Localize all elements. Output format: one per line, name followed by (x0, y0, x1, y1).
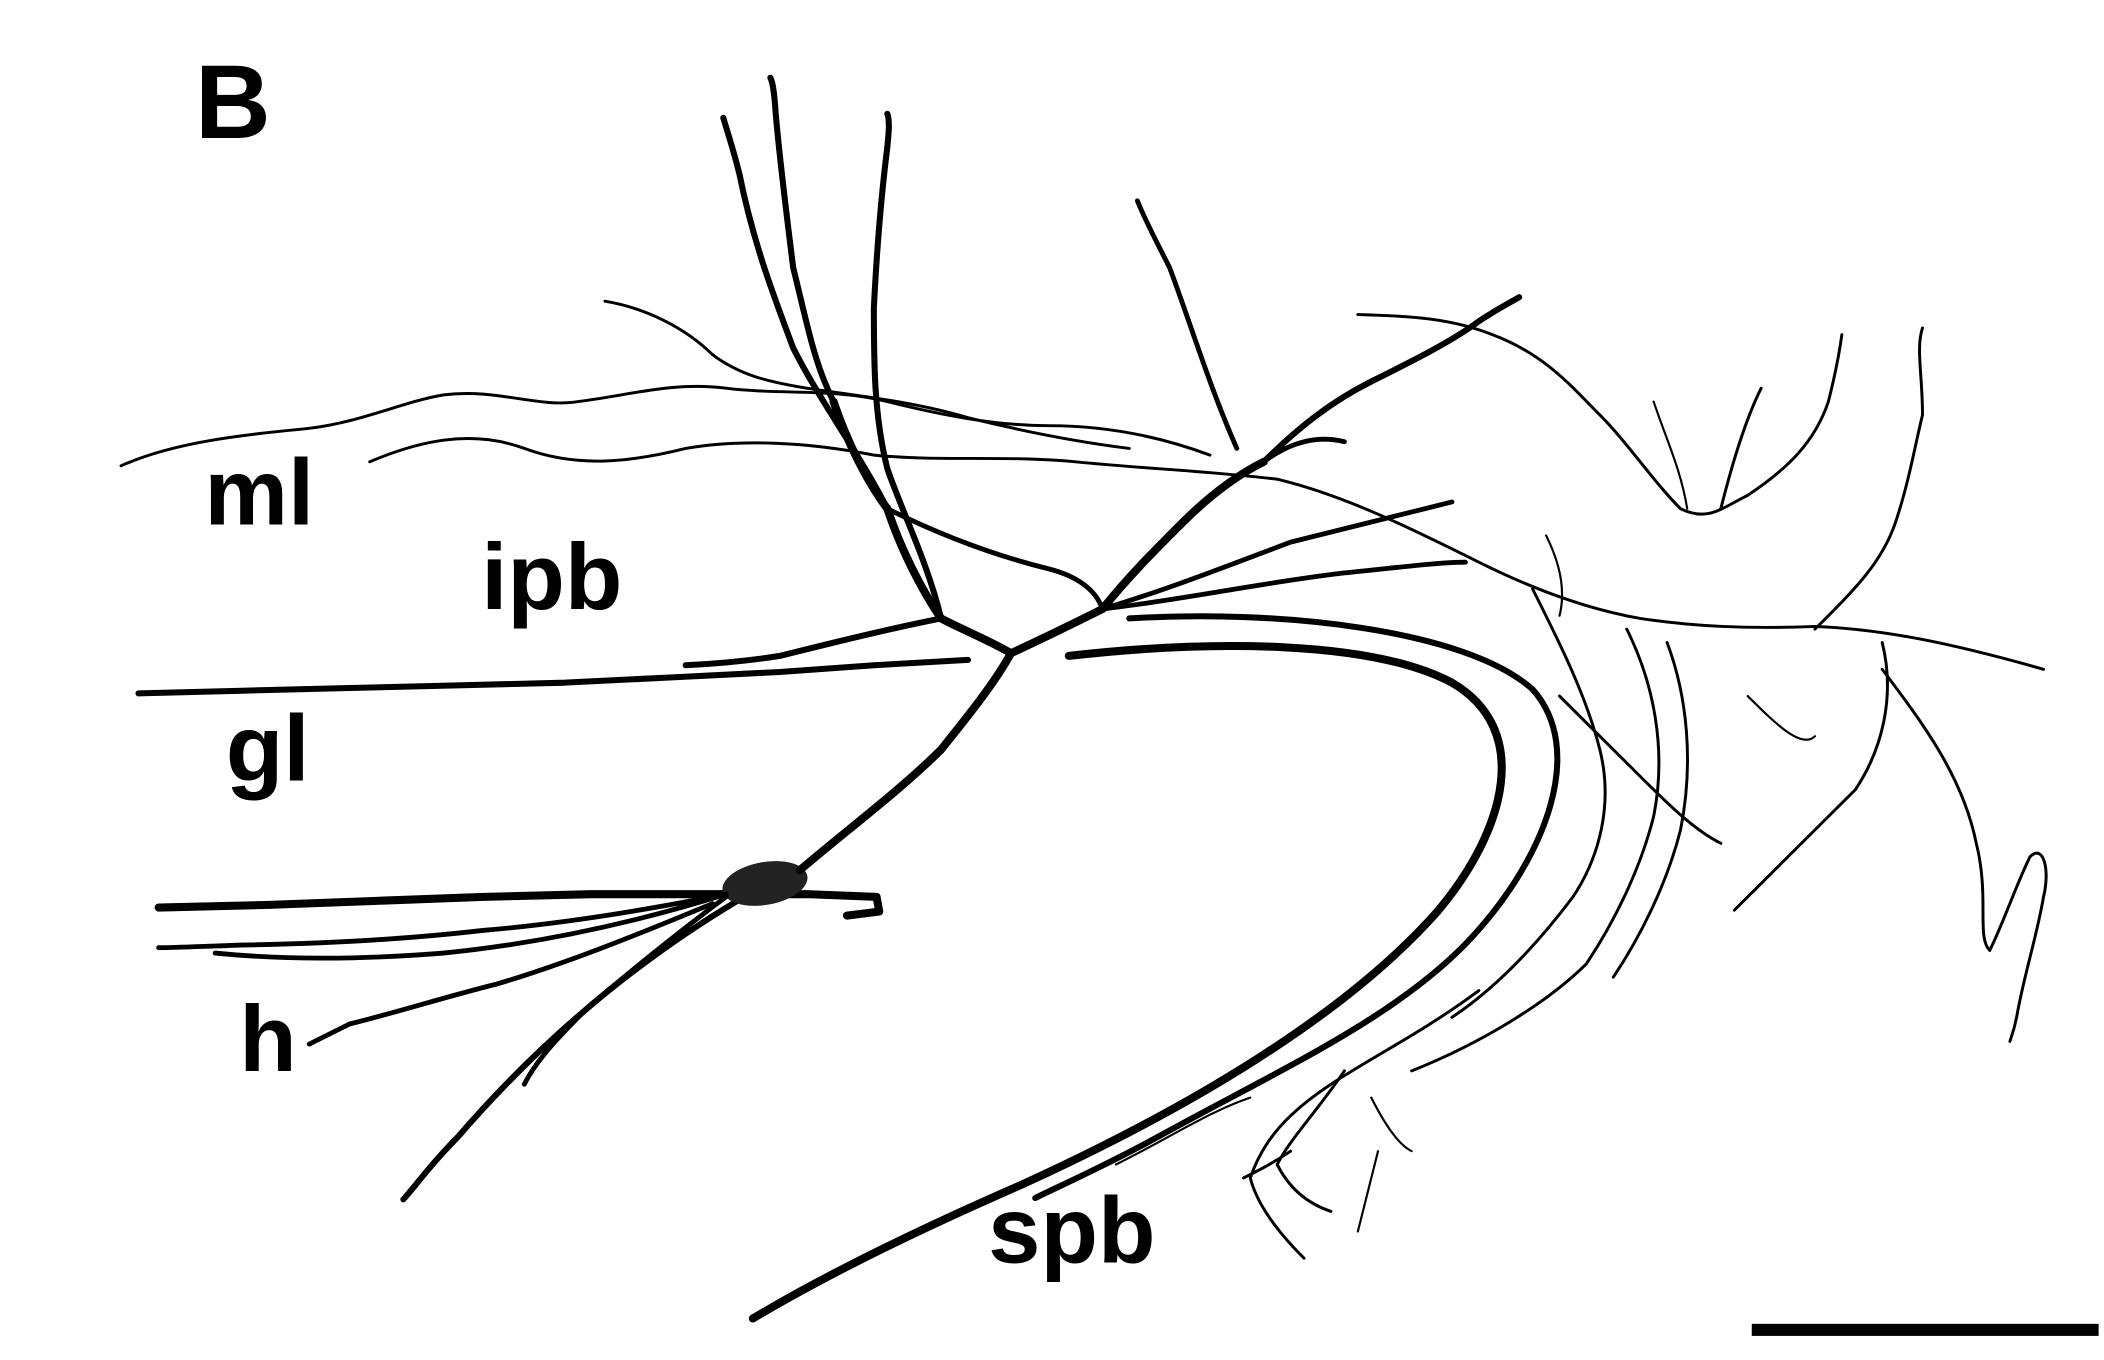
dendrite-left-up-2 (767, 74, 837, 405)
basal-dendrite-4 (212, 891, 729, 961)
dendrite-right-up (1260, 294, 1523, 465)
scale-bar (1751, 1323, 2099, 1336)
label-h: h (239, 986, 296, 1091)
basal-dendrite-1 (156, 891, 729, 951)
axon-ml-top (603, 299, 1131, 450)
label-gl: gl (226, 696, 310, 801)
suprapyramidal-blade-outer-boundary (748, 642, 1506, 1323)
axon-right-upper (1356, 313, 1750, 516)
suprapyramidal-blade-inner-boundary (1032, 613, 1561, 1202)
label-ipb: ipb (481, 524, 622, 629)
axon-ml-left (119, 384, 1212, 468)
dendrite-right-horizontal-2 (1099, 559, 1468, 612)
axon-lower-branch (1242, 1069, 1346, 1213)
dendrite-right-horizontal-1 (1099, 499, 1455, 612)
basal-dendrite-2 (306, 901, 715, 1047)
axon-lower-descending (1248, 989, 1481, 1260)
main-dendrite-tree (682, 74, 1523, 906)
axon-hilar-plexus-3 (1611, 641, 1689, 979)
axon-arborization (119, 299, 2048, 1260)
axon-right-branch-1 (1719, 333, 1844, 511)
dendrite-center-up (870, 110, 945, 622)
neuron-soma (722, 861, 808, 906)
panel-letter: B (195, 44, 271, 161)
basal-processes (156, 891, 729, 1087)
dendrite-upper-right-thin (1134, 198, 1347, 465)
axon-hilar-plexus-1 (1450, 587, 1607, 1019)
granule-layer-upper-boundary (135, 656, 971, 697)
axon-crossing (1275, 477, 2045, 671)
axon-ml-upper (368, 437, 1279, 481)
dendrite-mid-branch (884, 506, 1105, 612)
axon-right-branch-2 (1813, 326, 1924, 631)
dendrite-left-up-1 (720, 114, 891, 512)
layer-outlines (135, 613, 1561, 1323)
basal-dendrite-3 (521, 894, 729, 1087)
axon-right-far (1988, 851, 2048, 1043)
infrapyramidal-blade-boundary (400, 896, 743, 1203)
axon-fine-1 (1544, 400, 1817, 741)
axon-right-down (1732, 641, 1992, 952)
label-ml: ml (204, 440, 314, 545)
axon-hilar-plexus-2 (1410, 627, 1661, 1073)
label-spb: spb (988, 1177, 1155, 1282)
apical-trunk (795, 649, 1016, 875)
axon-hilar-plexus-4 (1558, 694, 1723, 845)
trunk-branch-right (1006, 457, 1268, 658)
hilar-upper-boundary (154, 890, 884, 920)
axon-fine-2 (1114, 1096, 1413, 1233)
dendrite-left-horizontal (682, 615, 945, 669)
